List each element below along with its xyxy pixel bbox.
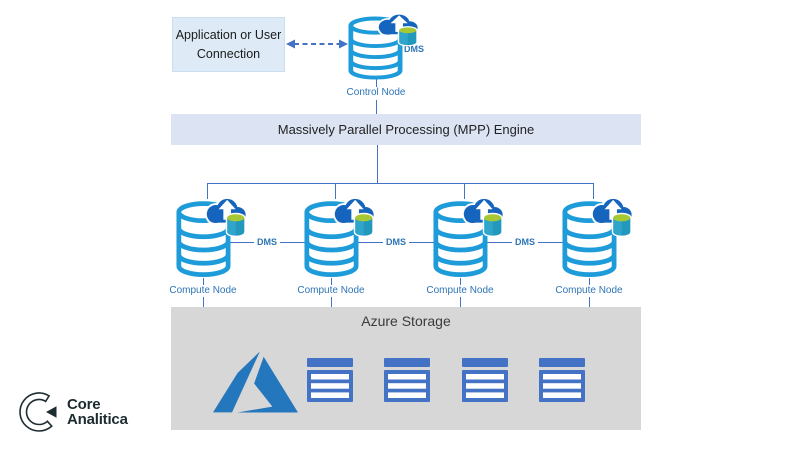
compute-node-database-icon	[562, 197, 634, 286]
core-analitica-wordmark: Core Analitica	[67, 395, 128, 428]
branch-drop-4	[593, 183, 594, 199]
control-dms-label: DMS	[404, 44, 424, 54]
node1-to-label-line	[203, 278, 204, 285]
control-to-label-line	[376, 79, 377, 87]
control-node-label: Control Node	[346, 87, 406, 98]
node2-to-storage-line	[331, 297, 332, 308]
node3-to-label-line	[460, 278, 461, 285]
compute-node-label: Compute Node	[426, 285, 494, 296]
compute-node-label: Compute Node	[555, 285, 623, 296]
label-to-mpp-line	[376, 100, 377, 114]
core-analitica-logo: Core Analitica	[17, 389, 128, 435]
node3-to-storage-line	[460, 297, 461, 308]
compute-node-label: Compute Node	[169, 285, 237, 296]
dms-link-label: DMS	[383, 236, 409, 248]
application-box: Application or User Connection	[172, 17, 285, 72]
node1-to-storage-line	[203, 297, 204, 308]
azure-storage-title: Azure Storage	[361, 313, 451, 329]
storage-table-icon	[307, 358, 353, 402]
azure-logo-icon	[213, 351, 298, 413]
mpp-engine-label: Massively Parallel Processing (MPP) Engi…	[277, 122, 535, 137]
storage-table-icon	[462, 358, 508, 402]
logo-line-2: Analitica	[67, 411, 128, 428]
dms-link-label: DMS	[512, 236, 538, 248]
application-box-label: Application or User Connection	[175, 28, 282, 61]
storage-table-icon	[384, 358, 430, 402]
compute-node-database-icon	[304, 197, 376, 286]
branch-drop-3	[464, 183, 465, 199]
control-node-database-icon	[348, 13, 420, 87]
mpp-engine-bar: Massively Parallel Processing (MPP) Engi…	[171, 114, 641, 145]
dms-link-label: DMS	[254, 236, 280, 248]
storage-table-icon	[539, 358, 585, 402]
dashed-double-arrow-icon	[286, 39, 348, 49]
node2-to-label-line	[331, 278, 332, 285]
core-analitica-logo-icon	[19, 392, 57, 432]
branch-drop-1	[207, 183, 208, 199]
compute-node-label: Compute Node	[297, 285, 365, 296]
logo-line-1: Core	[67, 395, 101, 413]
mpp-to-branch-line	[377, 145, 378, 184]
compute-node-database-icon	[176, 197, 248, 286]
node4-to-label-line	[589, 278, 590, 285]
branch-drop-2	[335, 183, 336, 199]
branch-horizontal-line	[207, 183, 594, 184]
node4-to-storage-line	[589, 297, 590, 308]
compute-node-database-icon	[433, 197, 505, 286]
